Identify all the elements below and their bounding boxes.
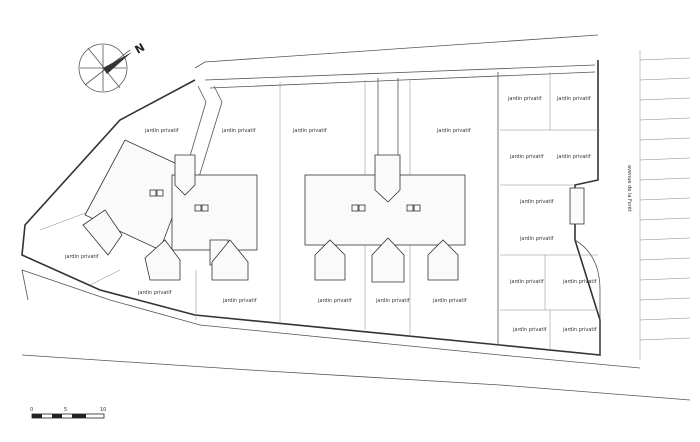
garden-labels: jardin privatif jardin privatif jardin p…	[64, 96, 597, 333]
street-label: avenue de la Forêt	[626, 165, 633, 212]
shed	[569, 187, 585, 225]
garden-label: jardin privatif	[562, 279, 597, 285]
road-far-edge	[21, 354, 691, 401]
garden-label: jardin privatif	[64, 254, 99, 260]
scale-tick-5: 5	[64, 407, 67, 413]
garden-label: jardin privatif	[562, 327, 597, 333]
entry-path-right	[377, 78, 399, 160]
north-arrow: N	[78, 41, 147, 93]
scale-bar: 0 5 10	[30, 407, 106, 419]
road-south-edge	[21, 269, 641, 369]
garden-label: jardin privatif	[519, 199, 554, 205]
garden-label: jardin privatif	[144, 128, 179, 134]
garden-label: jardin privatif	[556, 96, 591, 102]
scale-tick-0: 0	[30, 407, 33, 413]
garden-label: jardin privatif	[137, 290, 172, 296]
garden-label: jardin privatif	[509, 279, 544, 285]
garden-label: jardin privatif	[556, 154, 591, 160]
garden-label: jardin privatif	[221, 128, 256, 134]
garden-label: jardin privatif	[512, 327, 547, 333]
garden-label: jardin privatif	[507, 96, 542, 102]
building-right	[304, 154, 466, 283]
garden-label: jardin privatif	[436, 128, 471, 134]
building-left	[82, 139, 258, 281]
garden-label: jardin privatif	[317, 298, 352, 304]
curved-path	[574, 239, 601, 355]
access-path	[204, 64, 596, 345]
north-label: N	[133, 41, 147, 57]
garden-label: jardin privatif	[292, 128, 327, 134]
scale-tick-10: 10	[100, 407, 106, 413]
garden-label: jardin privatif	[519, 236, 554, 242]
outer-road-edge	[194, 34, 599, 69]
garden-label: jardin privatif	[375, 298, 410, 304]
parking-stripes	[639, 50, 691, 360]
garden-label: jardin privatif	[432, 298, 467, 304]
garden-label: jardin privatif	[222, 298, 257, 304]
garden-label: jardin privatif	[509, 154, 544, 160]
